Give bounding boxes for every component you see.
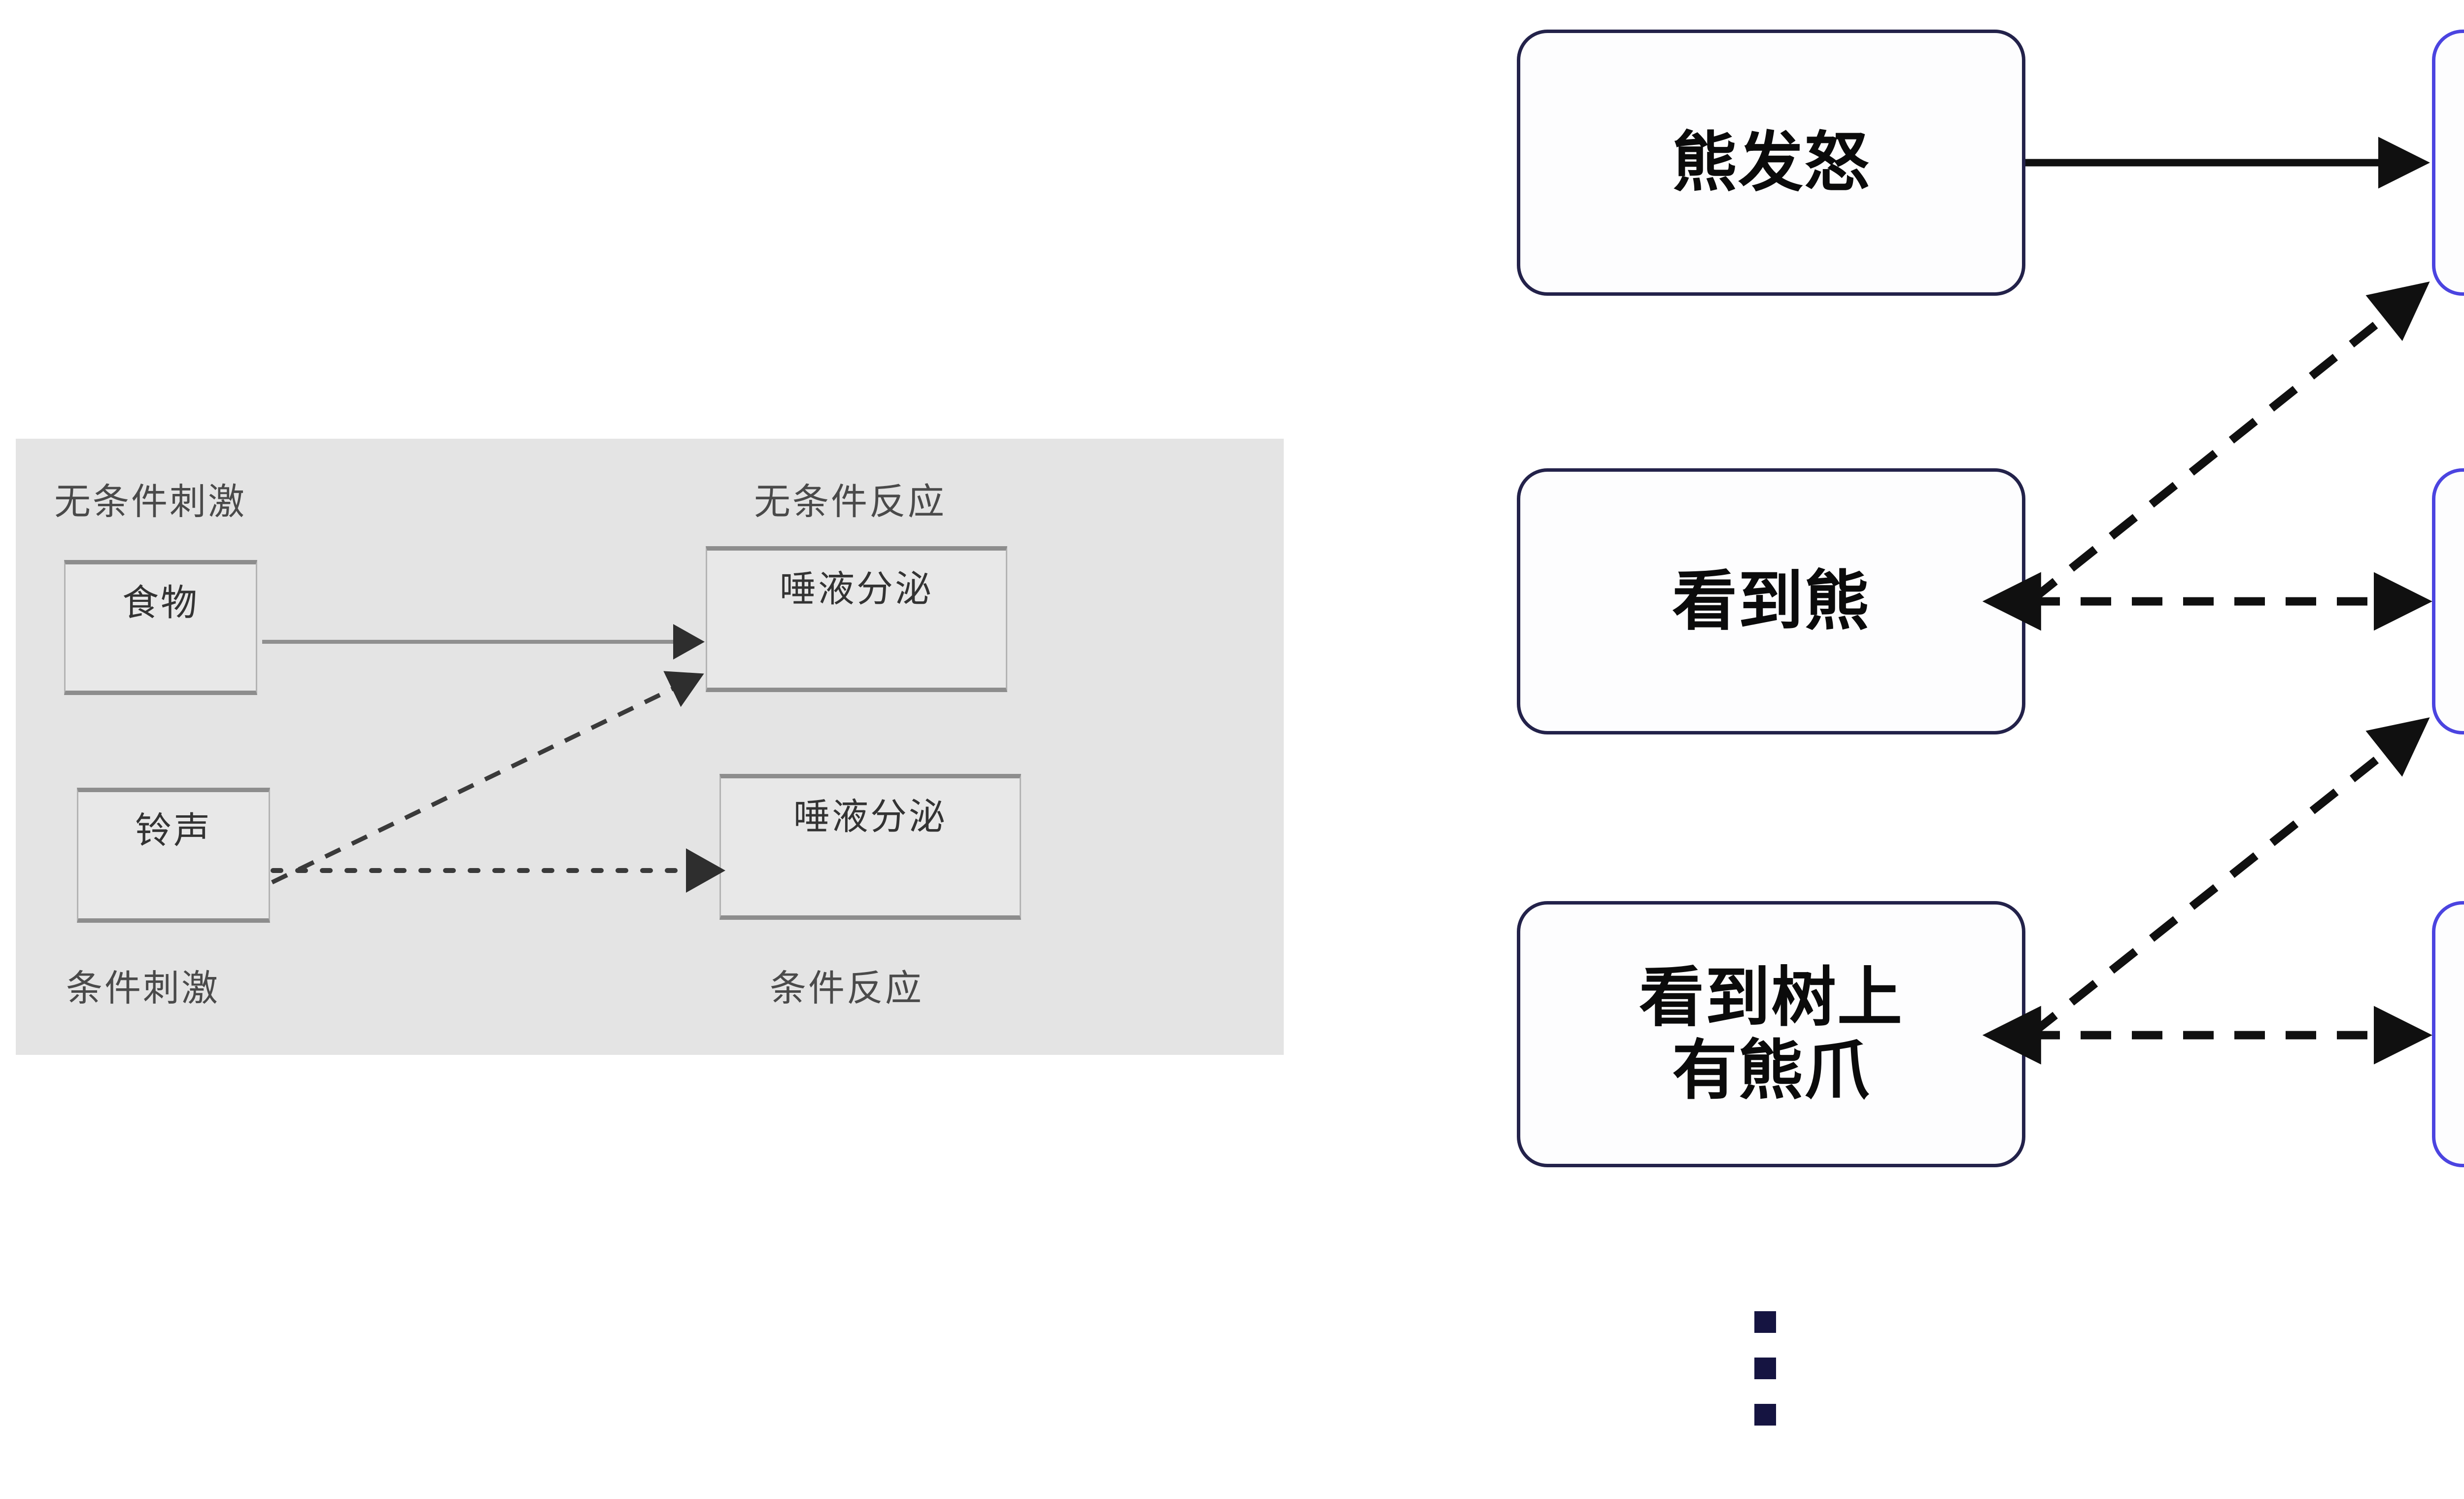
pavlov-arrow-bell-to-salivation-ucr — [271, 671, 704, 885]
node-value-s[interactable]: V(s) — [2432, 901, 2464, 1167]
label-conditioned-stimulus: 条件刺激 — [66, 968, 220, 1009]
node-bear-angry[interactable]: 熊发怒 — [1517, 30, 2025, 296]
ellipsis-dot — [1754, 1404, 1776, 1426]
label-unconditioned-response: 无条件反应 — [754, 481, 946, 522]
pavlov-conditioning-panel: 无条件刺激 无条件反应 条件刺激 条件反应 食物 铃声 唾液分泌 唾液分泌 — [16, 439, 1284, 1055]
node-see-bear-label: 看到熊 — [1672, 565, 1870, 638]
pavlov-box-food-label: 食物 — [122, 582, 199, 623]
rl-value-diagram: 熊发怒 看到熊 看到树上 有熊爪 奖励 V(s′) V(s) — [1454, 0, 2464, 1499]
pavlov-box-salivation-cr-label: 唾液分泌 — [793, 796, 947, 837]
label-conditioned-response: 条件反应 — [770, 968, 924, 1009]
node-bear-angry-label: 熊发怒 — [1672, 126, 1870, 199]
node-see-paw-label: 看到树上 有熊爪 — [1639, 961, 1903, 1107]
node-reward[interactable]: 奖励 — [2432, 30, 2464, 296]
pavlov-box-salivation-cr: 唾液分泌 — [719, 774, 1021, 920]
node-see-bear[interactable]: 看到熊 — [1517, 468, 2025, 734]
label-unconditioned-stimulus: 无条件刺激 — [54, 481, 246, 522]
ellipsis-left-column — [1754, 1311, 1776, 1426]
pavlov-box-bell: 铃声 — [77, 788, 270, 923]
ellipsis-dot — [1754, 1358, 1776, 1379]
pavlov-box-salivation-ucr-label: 唾液分泌 — [780, 568, 933, 609]
pavlov-arrow-layer — [262, 624, 725, 893]
node-see-paw-line1: 看到树上 — [1639, 961, 1903, 1034]
node-value-s-next[interactable]: V(s′) — [2432, 468, 2464, 734]
pavlov-box-bell-label: 铃声 — [135, 810, 212, 851]
node-see-paw-line2: 有熊爪 — [1672, 1034, 1870, 1107]
node-see-paw[interactable]: 看到树上 有熊爪 — [1517, 901, 2025, 1167]
pavlov-box-food: 食物 — [64, 560, 257, 695]
pavlov-box-salivation-ucr: 唾液分泌 — [706, 546, 1007, 692]
edge-see-bear-to-reward — [2028, 281, 2430, 604]
edge-see-paw-to-value-s-next — [2028, 717, 2430, 1038]
ellipsis-dot — [1754, 1311, 1776, 1333]
